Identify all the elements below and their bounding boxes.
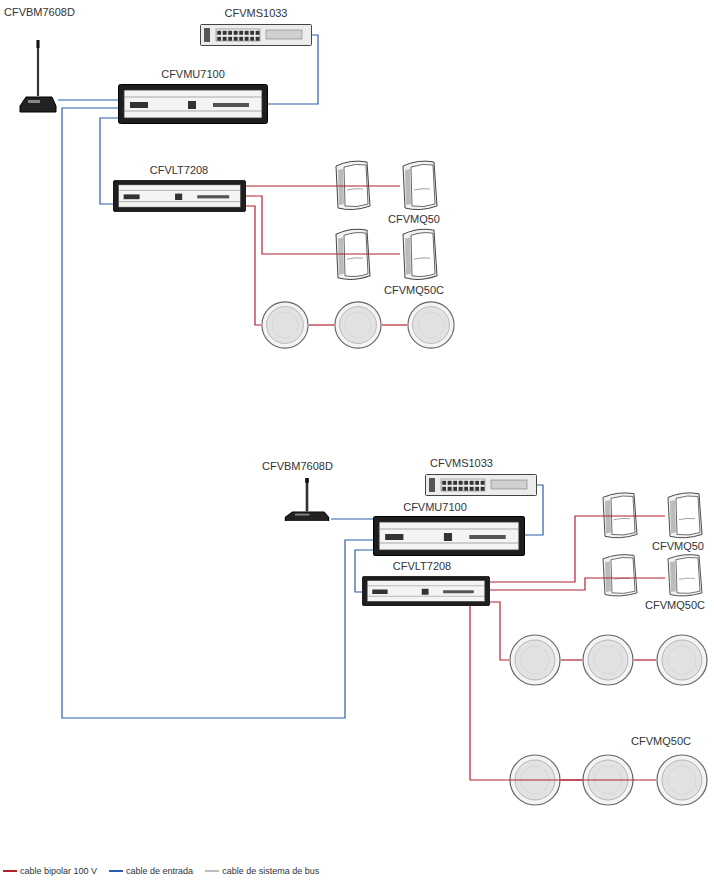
device-label: CFVMQ50 <box>388 213 440 226</box>
amplifier-icon <box>362 576 490 606</box>
device-label: CFVMS1033 <box>225 7 288 20</box>
input-cable <box>58 100 118 101</box>
input-cable <box>331 519 373 520</box>
amplifier-icon <box>113 180 246 212</box>
legend-item: cable bipolar 100 V <box>3 866 97 876</box>
control-unit: CFVMU7100 <box>118 84 268 124</box>
device-label: CFVMU7100 <box>161 68 225 81</box>
box-speaker: CFVMQ50 <box>665 490 705 540</box>
network-switch-icon <box>425 474 537 496</box>
microphone: CFVBM7608D <box>18 40 58 114</box>
speaker-cable <box>490 578 665 590</box>
network-switch: CFVMS1033 <box>425 474 537 496</box>
speaker-cable <box>470 606 656 780</box>
control-unit-icon <box>373 516 525 556</box>
legend: cable bipolar 100 V cable de entrada cable… <box>3 866 319 876</box>
legend-item: cable de sistema de bus <box>205 866 319 876</box>
device-label: CFVMQ50 <box>652 540 704 553</box>
box-speaker-icon <box>665 490 705 540</box>
device-label: CFVMQ50C <box>645 599 705 612</box>
device-label: CFVLT7208 <box>393 560 452 573</box>
device-label: CFVMQ50C <box>384 284 444 297</box>
box-speaker: CFVMQ50C <box>400 226 440 282</box>
device-label: CFVLT7208 <box>150 164 209 177</box>
box-speaker: CFVMQ50 <box>400 158 440 212</box>
network-switch: CFVMS1033 <box>200 24 312 46</box>
device-label: CFVBM7608D <box>262 460 333 473</box>
box-speaker: CFVMQ50C <box>665 552 705 598</box>
legend-line <box>3 868 17 874</box>
network-switch-icon <box>200 24 312 46</box>
amplifier: CFVLT7208 <box>113 180 246 212</box>
device-label: CFVBM7608D <box>4 6 75 19</box>
legend-text: cable de entrada <box>126 866 193 876</box>
box-speaker-icon <box>665 552 705 598</box>
speaker-cable <box>246 196 400 254</box>
box-speaker-icon <box>400 226 440 282</box>
control-unit: CFVMU7100 <box>373 516 525 556</box>
ceiling-speaker-icon <box>656 754 708 806</box>
speaker-group <box>262 161 707 805</box>
input-cable <box>62 108 373 718</box>
legend-text: cable de sistema de bus <box>222 866 319 876</box>
microphone: CFVBM7608D <box>283 478 331 522</box>
legend-text: cable bipolar 100 V <box>20 866 97 876</box>
speaker-wire <box>246 206 656 660</box>
legend-line <box>109 868 123 874</box>
box-speaker-icon <box>400 158 440 212</box>
device-label: CFVMQ50C <box>631 735 691 748</box>
speaker-cable <box>246 186 400 187</box>
microphone-icon <box>18 40 58 114</box>
microphone-icon <box>283 478 331 522</box>
legend-line <box>205 868 219 874</box>
device-label: CFVMS1033 <box>430 457 493 470</box>
control-unit-icon <box>118 84 268 124</box>
legend-item: cable de entrada <box>109 866 193 876</box>
amplifier: CFVLT7208 <box>362 576 490 606</box>
ceiling-speaker: CFVMQ50C <box>656 754 708 806</box>
device-label: CFVMU7100 <box>403 501 467 514</box>
